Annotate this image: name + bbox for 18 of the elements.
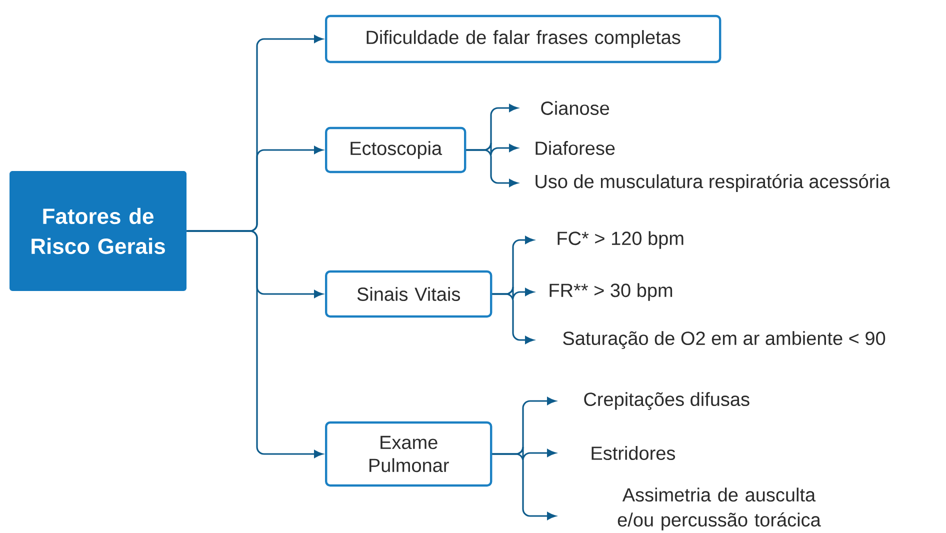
item-text: Assimetria de ausculta e/ou percussão torácica (618, 488, 821, 530)
topic-box: Ectoscopia (325, 126, 466, 174)
item-text: FR** > 30 bpm (550, 283, 672, 301)
arrow (492, 453, 556, 520)
arrow (492, 293, 534, 344)
item-text: Diaforese (536, 141, 615, 155)
topic-box: Sinais Vitais (325, 270, 492, 318)
arrow (466, 149, 518, 187)
item-text: Crepitações difusas (584, 392, 750, 410)
topic-box: Dificuldade de falar frases completas (325, 14, 722, 64)
topic-box: Exame Pulmonar (325, 421, 492, 487)
arrow (186, 230, 323, 458)
root-box: Fatores de Risco Gerais (10, 171, 186, 291)
item-text: Cianose (541, 101, 610, 115)
item-text: Uso de musculatura respiratória acessória (536, 174, 890, 192)
item-text: Saturação de O2 em ar ambiente < 90 (563, 331, 886, 349)
item-text: Estridores (592, 446, 676, 460)
item-text: FC* > 120 bpm (558, 231, 684, 249)
